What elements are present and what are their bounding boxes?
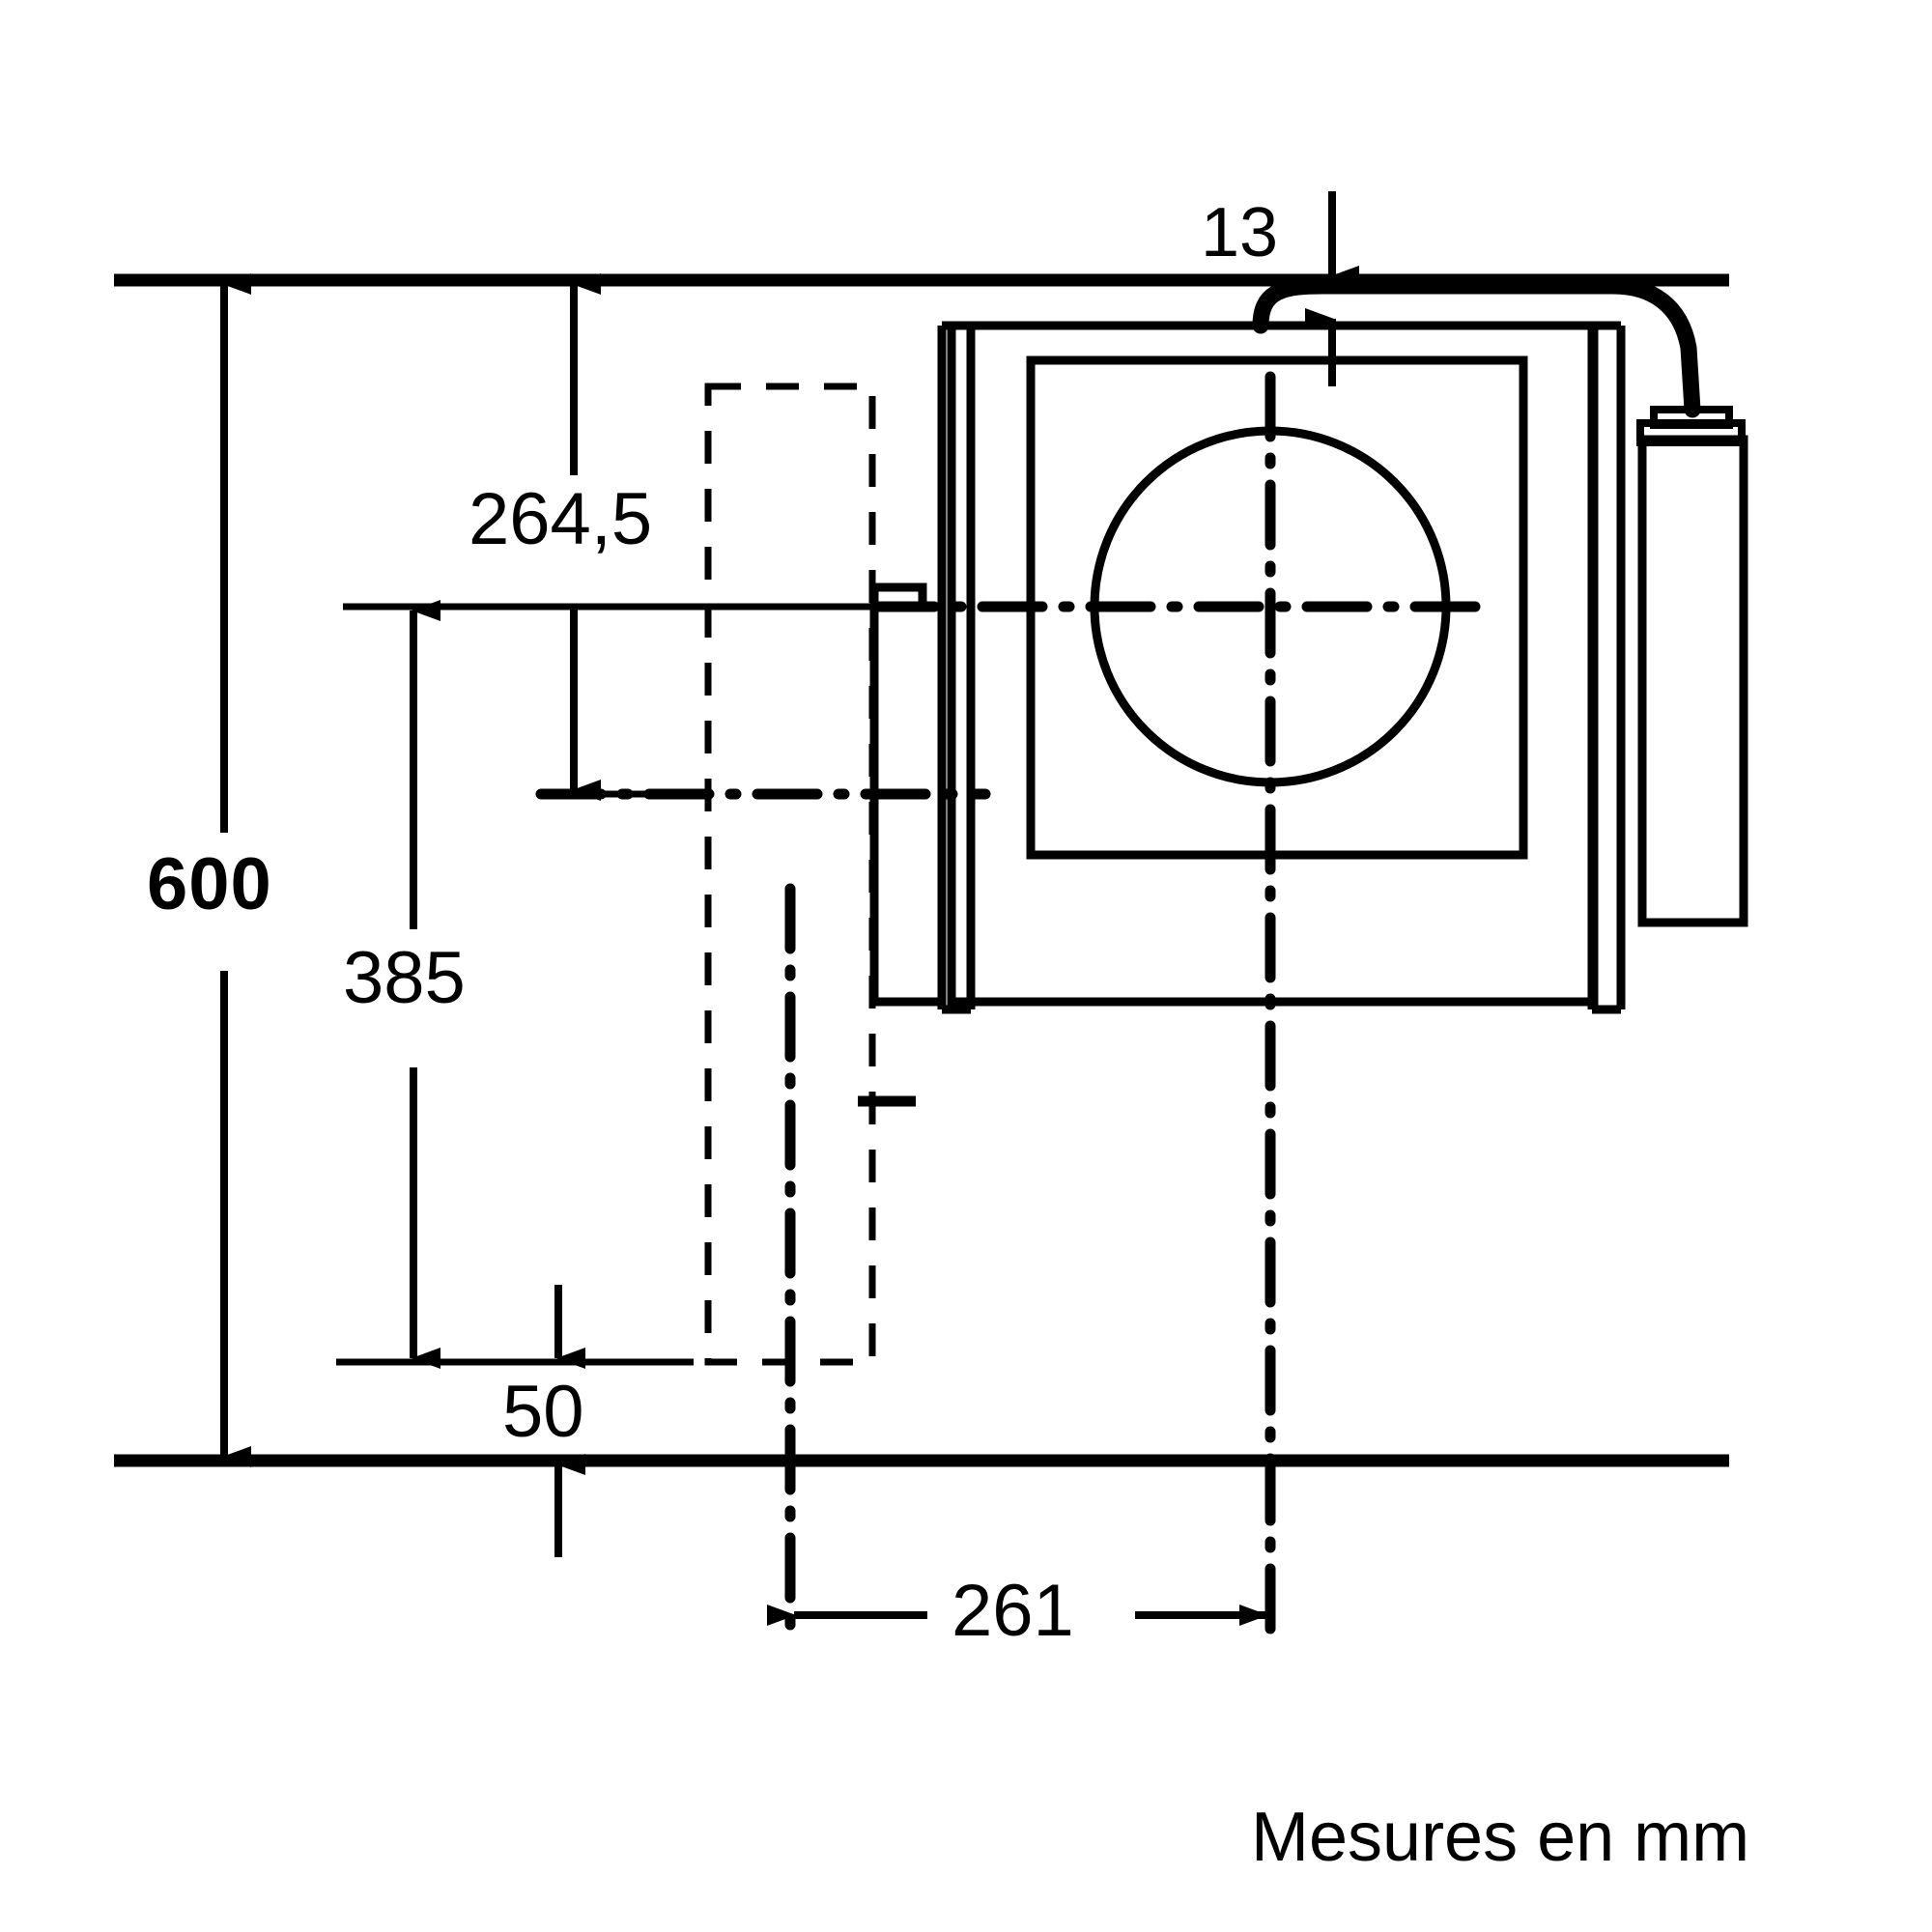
dimension-label-50: 50: [502, 1371, 584, 1453]
dimension-label-385: 385: [343, 937, 466, 1019]
units-note: Mesures en mm: [1251, 1799, 1750, 1876]
junction-box: [1636, 406, 1748, 927]
dimension-label-261: 261: [952, 1570, 1074, 1652]
center-lines: [535, 371, 1501, 1648]
power-cable: [1252, 277, 1701, 418]
datum-lines: [114, 273, 1729, 1467]
dimension-label-13: 13: [1201, 194, 1279, 271]
dimension-label-600: 600: [147, 843, 272, 925]
dimension-label-264-5: 264,5: [469, 478, 653, 560]
appliance-body: [937, 321, 1626, 1014]
